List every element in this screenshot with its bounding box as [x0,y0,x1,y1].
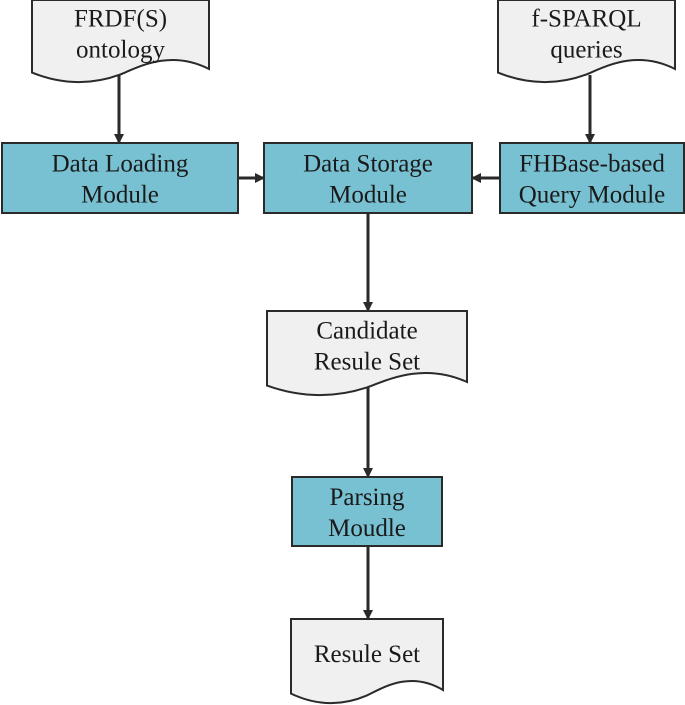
module-box [499,142,685,214]
document-shape [497,0,676,83]
node-label-line: queries [550,37,622,64]
node-result-set: Resule Set [290,618,444,705]
node-label-line: Module [81,182,159,209]
module-box [291,476,443,547]
node-label-line: FHBase-based [519,151,665,178]
node-label-line: Parsing [330,484,406,511]
node-fsparql-queries: f-SPARQL queries [497,0,676,83]
node-label-line: ontology [76,37,165,64]
module-box [263,142,473,214]
document-shape [290,618,444,705]
node-label-line: f-SPARQL [531,6,641,33]
edges-layer [114,75,595,620]
document-shape [31,0,210,83]
document-shape [266,310,468,397]
node-frdf-ontology: FRDF(S) ontology [31,0,210,83]
node-label-line: Data Storage [303,151,433,178]
node-label-line: Candidate [316,318,417,345]
node-label-line: Module [329,182,407,209]
node-label-line: Moudle [328,515,406,542]
module-box [1,142,239,214]
node-label-line: Data Loading [52,151,189,178]
node-label-line: Resule Set [314,349,420,376]
node-label-line: FRDF(S) [74,6,167,33]
node-label-line: Resule Set [314,641,420,668]
node-label-line: Query Module [519,182,666,209]
